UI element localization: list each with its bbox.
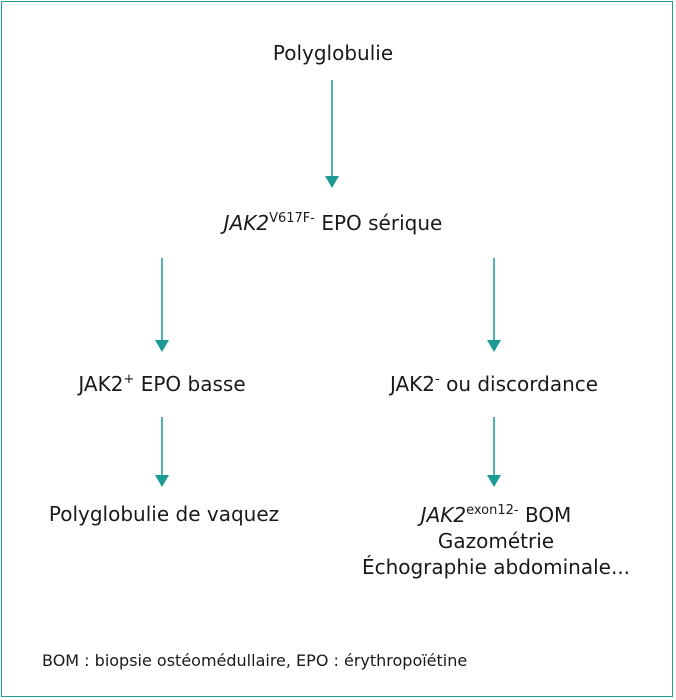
node-polyglobulie-vaquez: Polyglobulie de vaquez	[49, 502, 279, 526]
vaquez-text: Polyglobulie de vaquez	[48, 502, 280, 526]
jak2-label: JAK2	[389, 372, 436, 396]
node-jak2-epo-test: JAK2V617F- EPO sérique	[224, 211, 443, 235]
further-tests-line-2: Gazométrie	[437, 529, 555, 553]
test-text: EPO sérique	[314, 211, 443, 235]
bom-text: BOM	[518, 503, 572, 527]
arrow-test-to-right	[487, 258, 501, 352]
jak2-label: JAK2	[78, 372, 124, 396]
gene-name: JAK2	[223, 211, 270, 235]
discordance-text: ou discordance	[439, 372, 599, 396]
arrow-left-to-result	[155, 417, 169, 487]
epo-basse-text: EPO basse	[134, 372, 246, 396]
gene-name: JAK2	[420, 503, 467, 527]
further-tests-line-3: Échographie abdominale...	[361, 555, 631, 579]
negative-superscript: -	[435, 372, 440, 387]
footnote: BOM : biopsie ostéomédullaire, EPO : éry…	[42, 651, 468, 670]
arrow-root-to-test	[325, 80, 339, 188]
node-jak2-negative: JAK2- ou discordance	[390, 372, 598, 396]
positive-superscript: +	[123, 372, 135, 387]
node-polyglobulie-text: Polyglobulie	[272, 41, 394, 65]
further-tests-line-1: JAK2exon12- BOM	[362, 502, 630, 528]
mutation-superscript: V617F-	[269, 211, 315, 226]
node-polyglobulie: Polyglobulie	[273, 41, 393, 65]
node-jak2-positive: JAK2+ EPO basse	[78, 372, 245, 396]
node-further-tests: JAK2exon12- BOM Gazométrie Échographie a…	[362, 502, 630, 580]
exon12-superscript: exon12-	[466, 503, 519, 518]
arrow-test-to-left	[155, 258, 169, 352]
arrow-right-to-result	[487, 417, 501, 487]
